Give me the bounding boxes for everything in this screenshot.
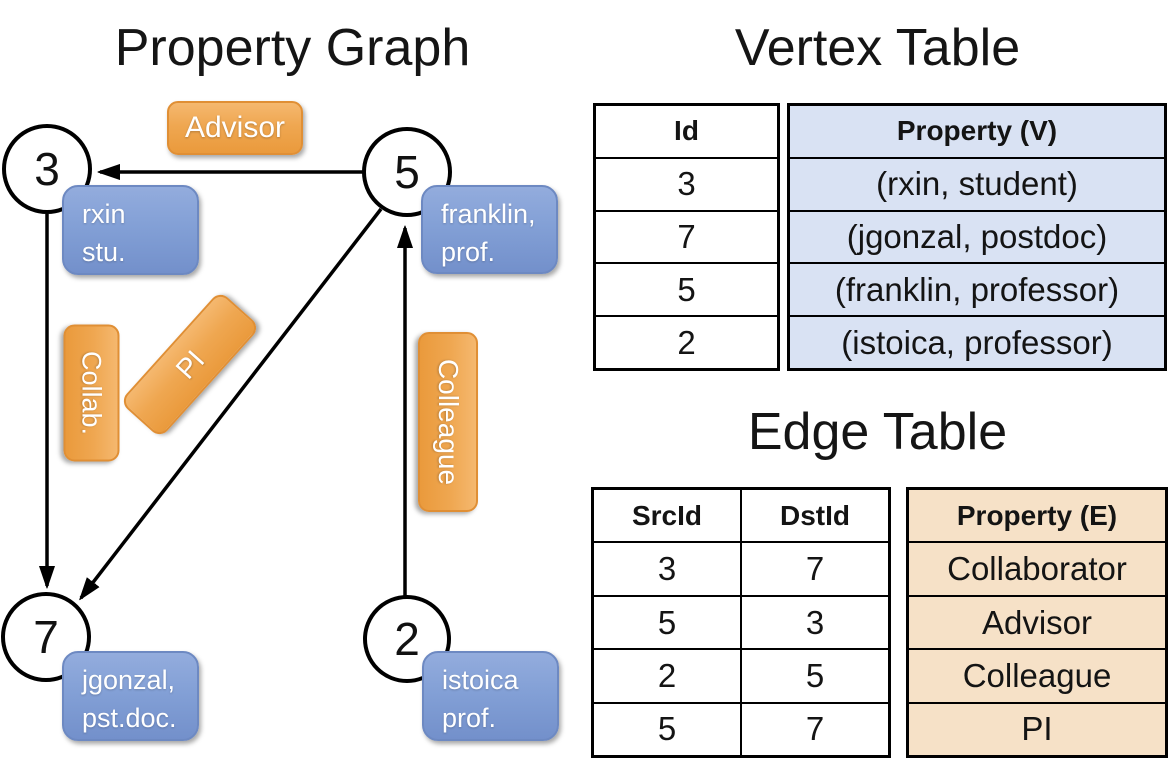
vertex-box-franklin: franklin, prof. bbox=[421, 185, 558, 274]
edge-label-advisor: Advisor bbox=[167, 101, 303, 155]
edge-table-property-column: Property (E) Collaborator Advisor Collea… bbox=[906, 487, 1168, 758]
edge-dst-cell: 3 bbox=[742, 594, 888, 648]
vertex-property-cell: (franklin, professor) bbox=[790, 262, 1164, 316]
property-graph-title: Property Graph bbox=[114, 19, 471, 77]
edge-dst-cell: 5 bbox=[742, 648, 888, 701]
edge-table: SrcId 3 5 2 5 DstId 7 3 5 7 Property (E)… bbox=[591, 487, 1168, 758]
vertex-id-cell: 2 bbox=[596, 315, 777, 368]
vertex-table: Id 3 7 5 2 Property (V) (rxin, student) … bbox=[593, 103, 1167, 371]
vertex-table-header-property: Property (V) bbox=[790, 106, 1164, 157]
vertex-property-cell: (rxin, student) bbox=[790, 156, 1164, 210]
vertex-table-id-column: Id 3 7 5 2 bbox=[593, 103, 780, 371]
vertex-box-jgonzal: jgonzal, pst.doc. bbox=[62, 651, 199, 741]
vertex-box-line: stu. bbox=[82, 237, 126, 267]
edge-src-cell: 3 bbox=[594, 541, 740, 594]
edge-table-column-gap bbox=[891, 487, 906, 758]
graph-node-2: 2 bbox=[363, 595, 451, 683]
vertex-id-cell: 7 bbox=[596, 209, 777, 263]
vertex-property-cell: (jgonzal, postdoc) bbox=[790, 209, 1164, 263]
edge-table-header-srcid: SrcId bbox=[631, 499, 703, 531]
node-id: 7 bbox=[33, 611, 59, 663]
vertex-box-line: jgonzal, bbox=[82, 665, 176, 695]
vertex-table-column-gap bbox=[780, 103, 787, 371]
vertex-box-line: istoica bbox=[442, 665, 519, 695]
vertex-table-property-column: Property (V) (rxin, student) (jgonzal, p… bbox=[787, 103, 1167, 371]
edge-dst-cell: 7 bbox=[742, 701, 888, 755]
edge-table-title: Edge Table bbox=[747, 403, 1008, 461]
edge-property-cell: Advisor bbox=[909, 594, 1165, 649]
edge-src-cell: 5 bbox=[594, 701, 740, 755]
edge-property-cell: Collaborator bbox=[909, 541, 1165, 595]
vertex-box-line: rxin bbox=[82, 199, 126, 229]
vertex-id-cell: 3 bbox=[596, 156, 777, 210]
edge-src-cell: 2 bbox=[594, 648, 740, 701]
vertex-box-line: pst.doc. bbox=[82, 703, 177, 733]
node-id: 5 bbox=[394, 146, 420, 198]
node-id: 3 bbox=[34, 143, 60, 195]
vertex-table-title: Vertex Table bbox=[734, 19, 1021, 77]
edge-table-id-columns: SrcId 3 5 2 5 DstId 7 3 5 7 bbox=[591, 487, 891, 758]
node-id: 2 bbox=[394, 613, 420, 665]
edge-table-header-dstid: DstId bbox=[780, 499, 850, 531]
vertex-id-cell: 5 bbox=[596, 262, 777, 315]
graph-edges bbox=[0, 0, 585, 611]
graph-node-5: 5 bbox=[362, 127, 452, 217]
vertex-property-cell: (istoica, professor) bbox=[790, 315, 1164, 368]
edge-property-cell: PI bbox=[909, 701, 1165, 756]
edge-pi-line bbox=[81, 207, 383, 598]
vertex-box-rxin: rxin stu. bbox=[62, 185, 199, 275]
edge-src-cell: 5 bbox=[594, 594, 740, 648]
edge-dst-cell: 7 bbox=[742, 541, 888, 594]
edge-table-header-property: Property (E) bbox=[909, 490, 1165, 542]
vertex-box-line: prof. bbox=[442, 703, 497, 733]
edge-property-cell: Colleague bbox=[909, 648, 1165, 702]
vertex-box-istoica: istoica prof. bbox=[422, 651, 559, 741]
vertex-box-line: franklin, bbox=[441, 199, 536, 229]
vertex-box-line: prof. bbox=[441, 237, 496, 267]
edge-label-colleague: Colleague bbox=[418, 332, 478, 512]
vertex-table-header-id: Id bbox=[674, 115, 699, 147]
edge-label-collab: Collab. bbox=[63, 324, 120, 462]
